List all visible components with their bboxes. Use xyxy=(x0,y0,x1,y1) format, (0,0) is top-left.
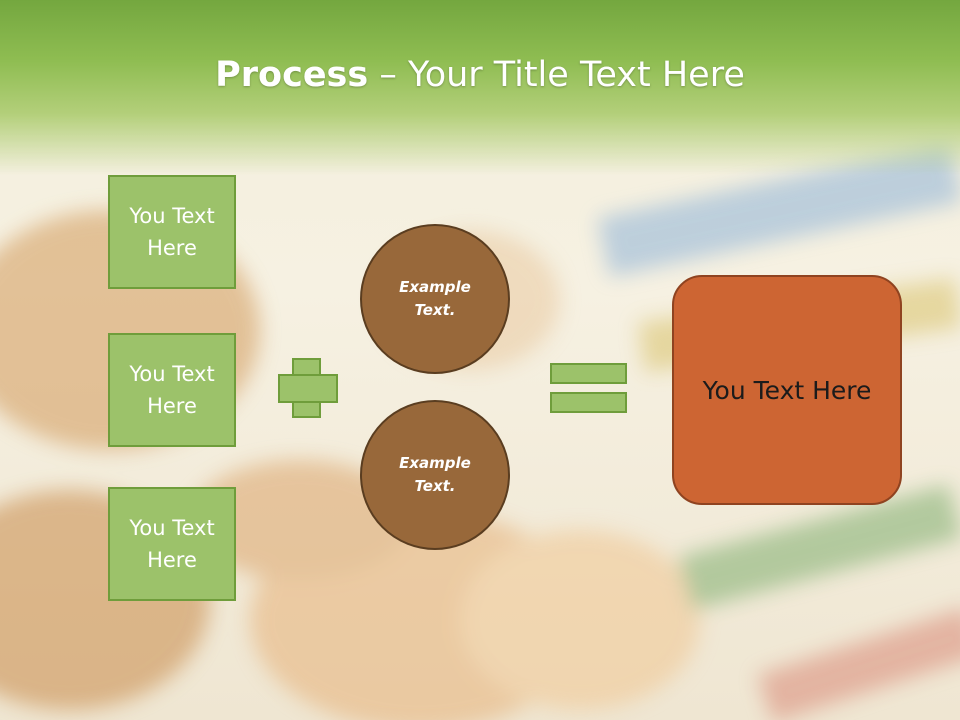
text-box-label: You Text Here xyxy=(129,516,215,572)
example-circle-1[interactable]: Example Text. xyxy=(360,224,510,374)
example-circle-2[interactable]: Example Text. xyxy=(360,400,510,550)
text-box-label: You Text Here xyxy=(129,362,215,418)
equals-icon-bottom xyxy=(550,392,627,413)
title-bar xyxy=(0,0,960,175)
circle-label: Example Text. xyxy=(399,278,471,319)
equals-icon-top xyxy=(550,363,627,384)
text-box-2[interactable]: You Text Here xyxy=(108,333,236,447)
title-rest: – Your Title Text Here xyxy=(368,55,745,95)
text-box-1[interactable]: You Text Here xyxy=(108,175,236,289)
text-box-label: You Text Here xyxy=(129,204,215,260)
circle-label: Example Text. xyxy=(399,454,471,495)
plus-icon-center xyxy=(294,376,319,401)
result-label: You Text Here xyxy=(702,375,872,405)
text-box-3[interactable]: You Text Here xyxy=(108,487,236,601)
slide-title: Process – Your Title Text Here xyxy=(0,52,960,98)
result-box[interactable]: You Text Here xyxy=(672,275,902,505)
title-bold: Process xyxy=(215,55,369,95)
